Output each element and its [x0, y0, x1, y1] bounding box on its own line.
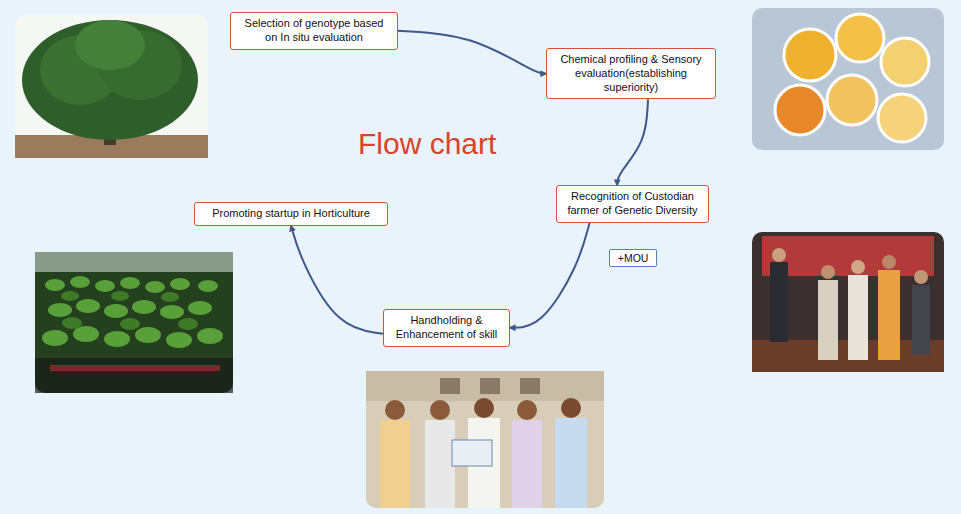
pulp-jars-photo — [752, 8, 944, 150]
process-box: Selection of genotype based on In situ e… — [230, 12, 398, 50]
diagram-title: Flow chart — [358, 127, 496, 161]
box-text: Recognition of Custodian farmer of Genet… — [563, 190, 702, 218]
award-ceremony-photo — [752, 232, 944, 372]
box-text: Selection of genotype based on In situ e… — [237, 17, 391, 45]
curved-arrow — [510, 223, 590, 328]
process-box: Promoting startup in Horticulture — [194, 202, 388, 226]
process-box: Handholding & Enhancement of skill — [383, 309, 510, 347]
seedling-nursery-photo — [35, 252, 233, 393]
box-text: Chemical profiling & Sensory evaluation(… — [553, 53, 709, 94]
curved-arrow — [398, 31, 546, 74]
edge-label: +MOU — [609, 249, 658, 267]
tree-photo — [15, 15, 208, 158]
curved-arrow — [291, 226, 383, 334]
box-text: Handholding & Enhancement of skill — [390, 314, 503, 342]
mou-signing-photo — [366, 371, 604, 508]
curved-arrow — [617, 99, 648, 185]
box-text: Promoting startup in Horticulture — [201, 207, 381, 221]
process-box: Chemical profiling & Sensory evaluation(… — [546, 48, 716, 99]
process-box: Recognition of Custodian farmer of Genet… — [556, 185, 709, 223]
